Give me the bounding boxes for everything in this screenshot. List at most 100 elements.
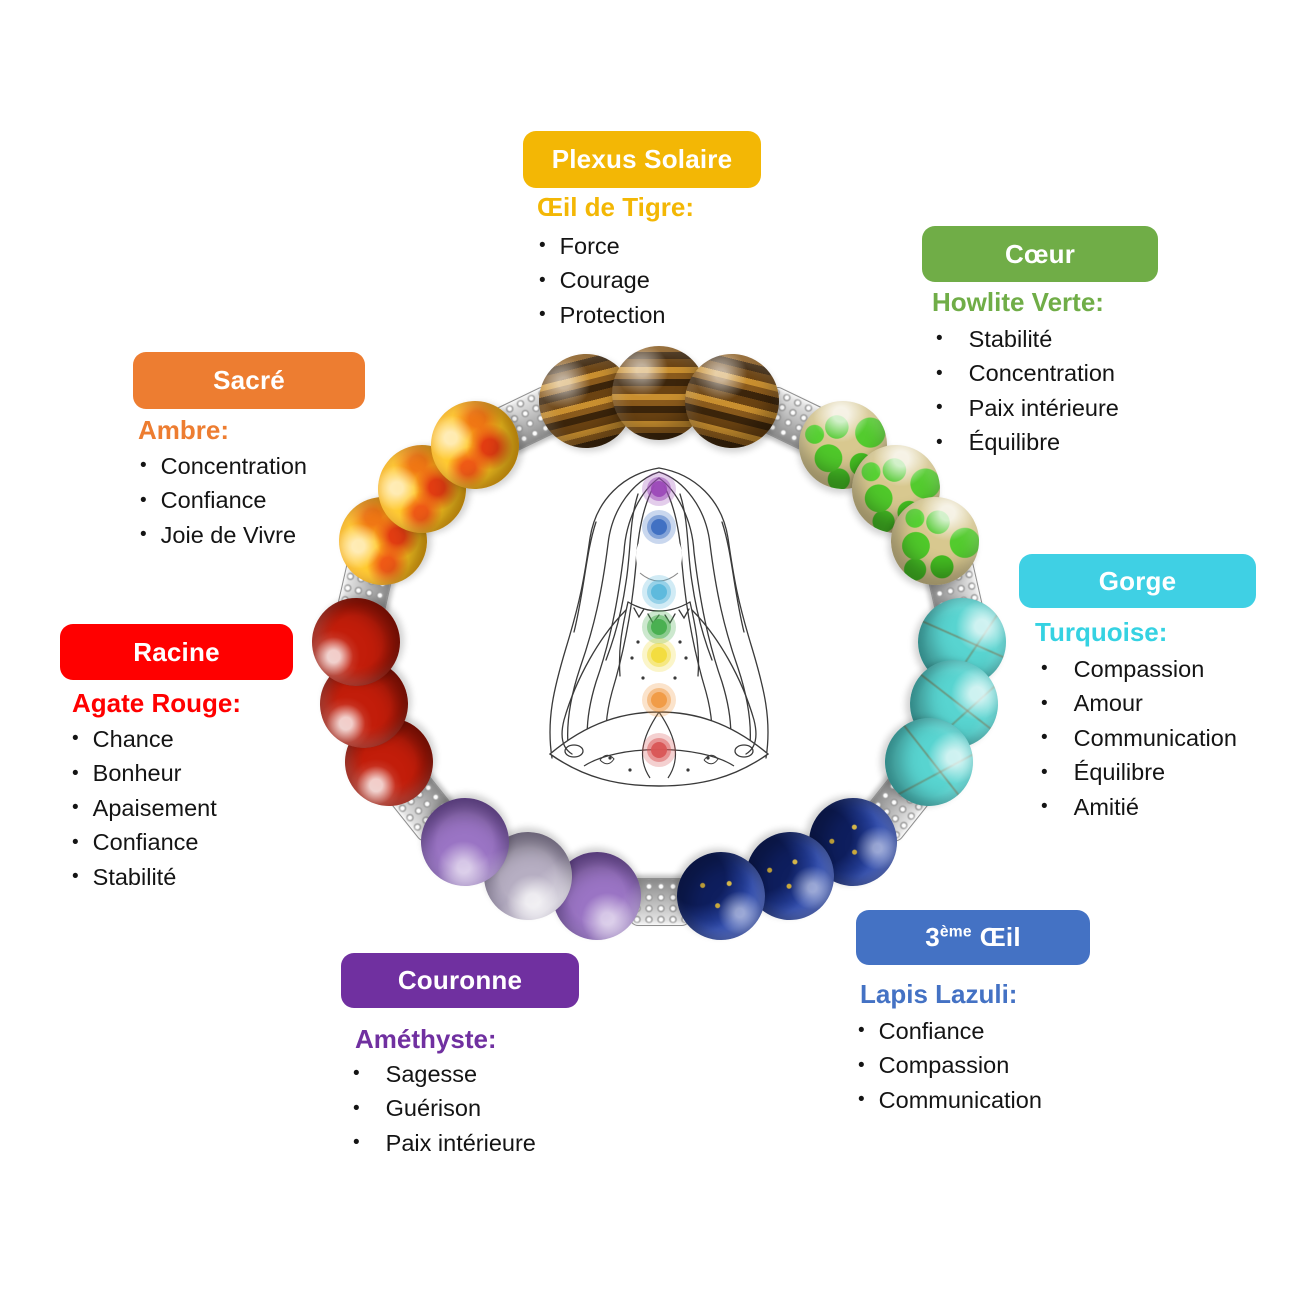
chakra-dot-5 <box>642 683 676 717</box>
bullet-icon: • <box>140 455 147 477</box>
benefit-text: Courage <box>559 267 650 294</box>
benefit-text: Communication <box>1073 724 1237 751</box>
benefit-list-couronne: •Sagesse • Guérison •Paix intérieure <box>353 1057 536 1161</box>
bullet-icon: • <box>539 269 546 291</box>
stone-heading-agate-rouge: Agate Rouge: <box>72 688 241 718</box>
benefit-list-gorge: • Compassion • Amour • Communication • Équilibr… <box>1041 652 1237 825</box>
chakra-dot-0 <box>642 472 676 506</box>
benefit-item: • Équilibre <box>1041 756 1237 791</box>
bullet-icon: • <box>1041 658 1048 680</box>
bullet-icon: • <box>936 362 943 384</box>
bullet-icon: • <box>353 1097 360 1119</box>
benefit-item: • Confiance <box>140 484 307 519</box>
chakra-label-racine: Racine <box>60 624 293 680</box>
chakra-label-text: Sacré <box>213 365 285 395</box>
benefit-text: Apaisement <box>92 794 217 821</box>
meditating-figure-drawing <box>548 467 770 787</box>
stone-heading-oeil-de-tigre: Œil de Tigre: <box>537 192 694 222</box>
chakra-label-gorge: Gorge <box>1019 554 1256 608</box>
stone-heading-lapis-lazuli: Lapis Lazuli: <box>860 979 1018 1009</box>
benefit-text: Compassion <box>878 1052 1010 1079</box>
chakra-dots <box>642 472 676 767</box>
benefit-item: • Protection <box>539 298 665 333</box>
chakra-label-couronne: Couronne <box>341 953 579 1008</box>
bullet-icon: • <box>1041 761 1048 783</box>
benefit-list-racine: •Chance•Bonheur•Apaisement•Confiance•Sta… <box>72 722 217 895</box>
chakra-label-text: Gorge <box>1098 565 1177 596</box>
bullet-icon: • <box>1041 692 1048 714</box>
benefit-text: Stabilité <box>92 863 177 890</box>
paisley-curls <box>599 754 719 765</box>
benefit-item: • Apaisement <box>72 791 217 826</box>
bullet-icon: • <box>140 489 147 511</box>
chakra-label-text: Racine <box>133 636 220 667</box>
benefit-text: Joie de Vivre <box>160 521 297 548</box>
benefit-item: •Paix intérieure <box>936 391 1119 426</box>
benefit-item: •Communication <box>858 1083 1042 1118</box>
bullet-icon: • <box>539 304 546 326</box>
third-eye-word: Œil <box>979 922 1021 952</box>
stone-heading-ambre: Ambre: <box>138 415 230 445</box>
bullet-icon: • <box>72 866 79 888</box>
benefit-text: Concentration <box>160 452 307 479</box>
chakra-label-text: Plexus Solaire <box>551 144 733 174</box>
benefit-item: • Compassion <box>1041 652 1237 687</box>
chakra-dot-circle <box>651 647 667 663</box>
benefit-text: Équilibre <box>968 429 1061 456</box>
chakra-label-sacre: Sacré <box>133 352 365 409</box>
benefit-text: Protection <box>559 301 666 328</box>
benefit-text: Amour <box>1073 690 1143 717</box>
benefit-text: Bonheur <box>92 760 182 787</box>
bullet-icon: • <box>858 1054 865 1076</box>
chakra-dot-circle <box>651 742 667 758</box>
benefit-item: • Compassion <box>858 1049 1042 1084</box>
benefit-item: •Bonheur <box>72 757 217 792</box>
chakra-dot-1 <box>642 510 676 544</box>
bullet-icon: • <box>1041 727 1048 749</box>
benefit-item: •Paix intérieure <box>353 1126 536 1161</box>
chakra-dot-circle <box>651 692 667 708</box>
bullet-icon: • <box>936 397 943 419</box>
benefit-list-plexus-solaire: •Force•Courage•Protection <box>539 229 665 333</box>
bullet-icon: • <box>858 1020 865 1042</box>
benefit-item: • Communication <box>1041 721 1237 756</box>
benefit-item: • Amour <box>1041 687 1237 722</box>
face <box>636 528 682 584</box>
benefit-text: Amitié <box>1073 793 1139 820</box>
chakra-label-text: Couronne <box>397 965 523 995</box>
benefit-item: • Stabilité <box>72 860 217 895</box>
benefit-text: Confiance <box>92 829 199 856</box>
benefit-text: Guérison <box>385 1095 482 1122</box>
benefit-text: Confiance <box>878 1017 985 1044</box>
benefit-item: • Équilibre <box>936 426 1119 461</box>
benefit-text: Concentration <box>968 360 1115 387</box>
benefit-item: • Guérison <box>353 1092 536 1127</box>
chakra-dot-3 <box>642 610 676 644</box>
benefit-item: • Amitié <box>1041 790 1237 825</box>
chakra-dot-circle <box>651 519 667 535</box>
benefit-item: •Sagesse <box>353 1057 536 1092</box>
bullet-icon: • <box>1041 796 1048 818</box>
chakra-dot-circle <box>651 584 667 600</box>
torso-and-arms <box>561 601 757 758</box>
benefit-text: Force <box>559 232 620 259</box>
bullet-icon: • <box>140 524 147 546</box>
benefit-item: • Concentration <box>936 357 1119 392</box>
benefit-text: Compassion <box>1073 655 1205 682</box>
bullet-icon: • <box>936 431 943 453</box>
chakra-dot-circle <box>651 619 667 635</box>
benefit-item: • Courage <box>539 264 665 299</box>
meditating-figure <box>488 452 830 820</box>
benefit-text: Stabilité <box>968 325 1053 352</box>
benefit-text: Confiance <box>160 487 267 514</box>
benefit-text: Équilibre <box>1073 759 1166 786</box>
stone-heading-amethyste: Améthyste: <box>355 1024 497 1054</box>
chakra-dot-2 <box>642 575 676 609</box>
benefit-item: • Joie de Vivre <box>140 518 307 553</box>
bullet-icon: • <box>72 797 79 819</box>
stone-heading-turquoise: Turquoise: <box>1035 617 1168 647</box>
chakra-dot-6 <box>642 733 676 767</box>
benefit-list-troisieme-oeil: • Confiance • Compassion •Communication <box>858 1014 1042 1118</box>
